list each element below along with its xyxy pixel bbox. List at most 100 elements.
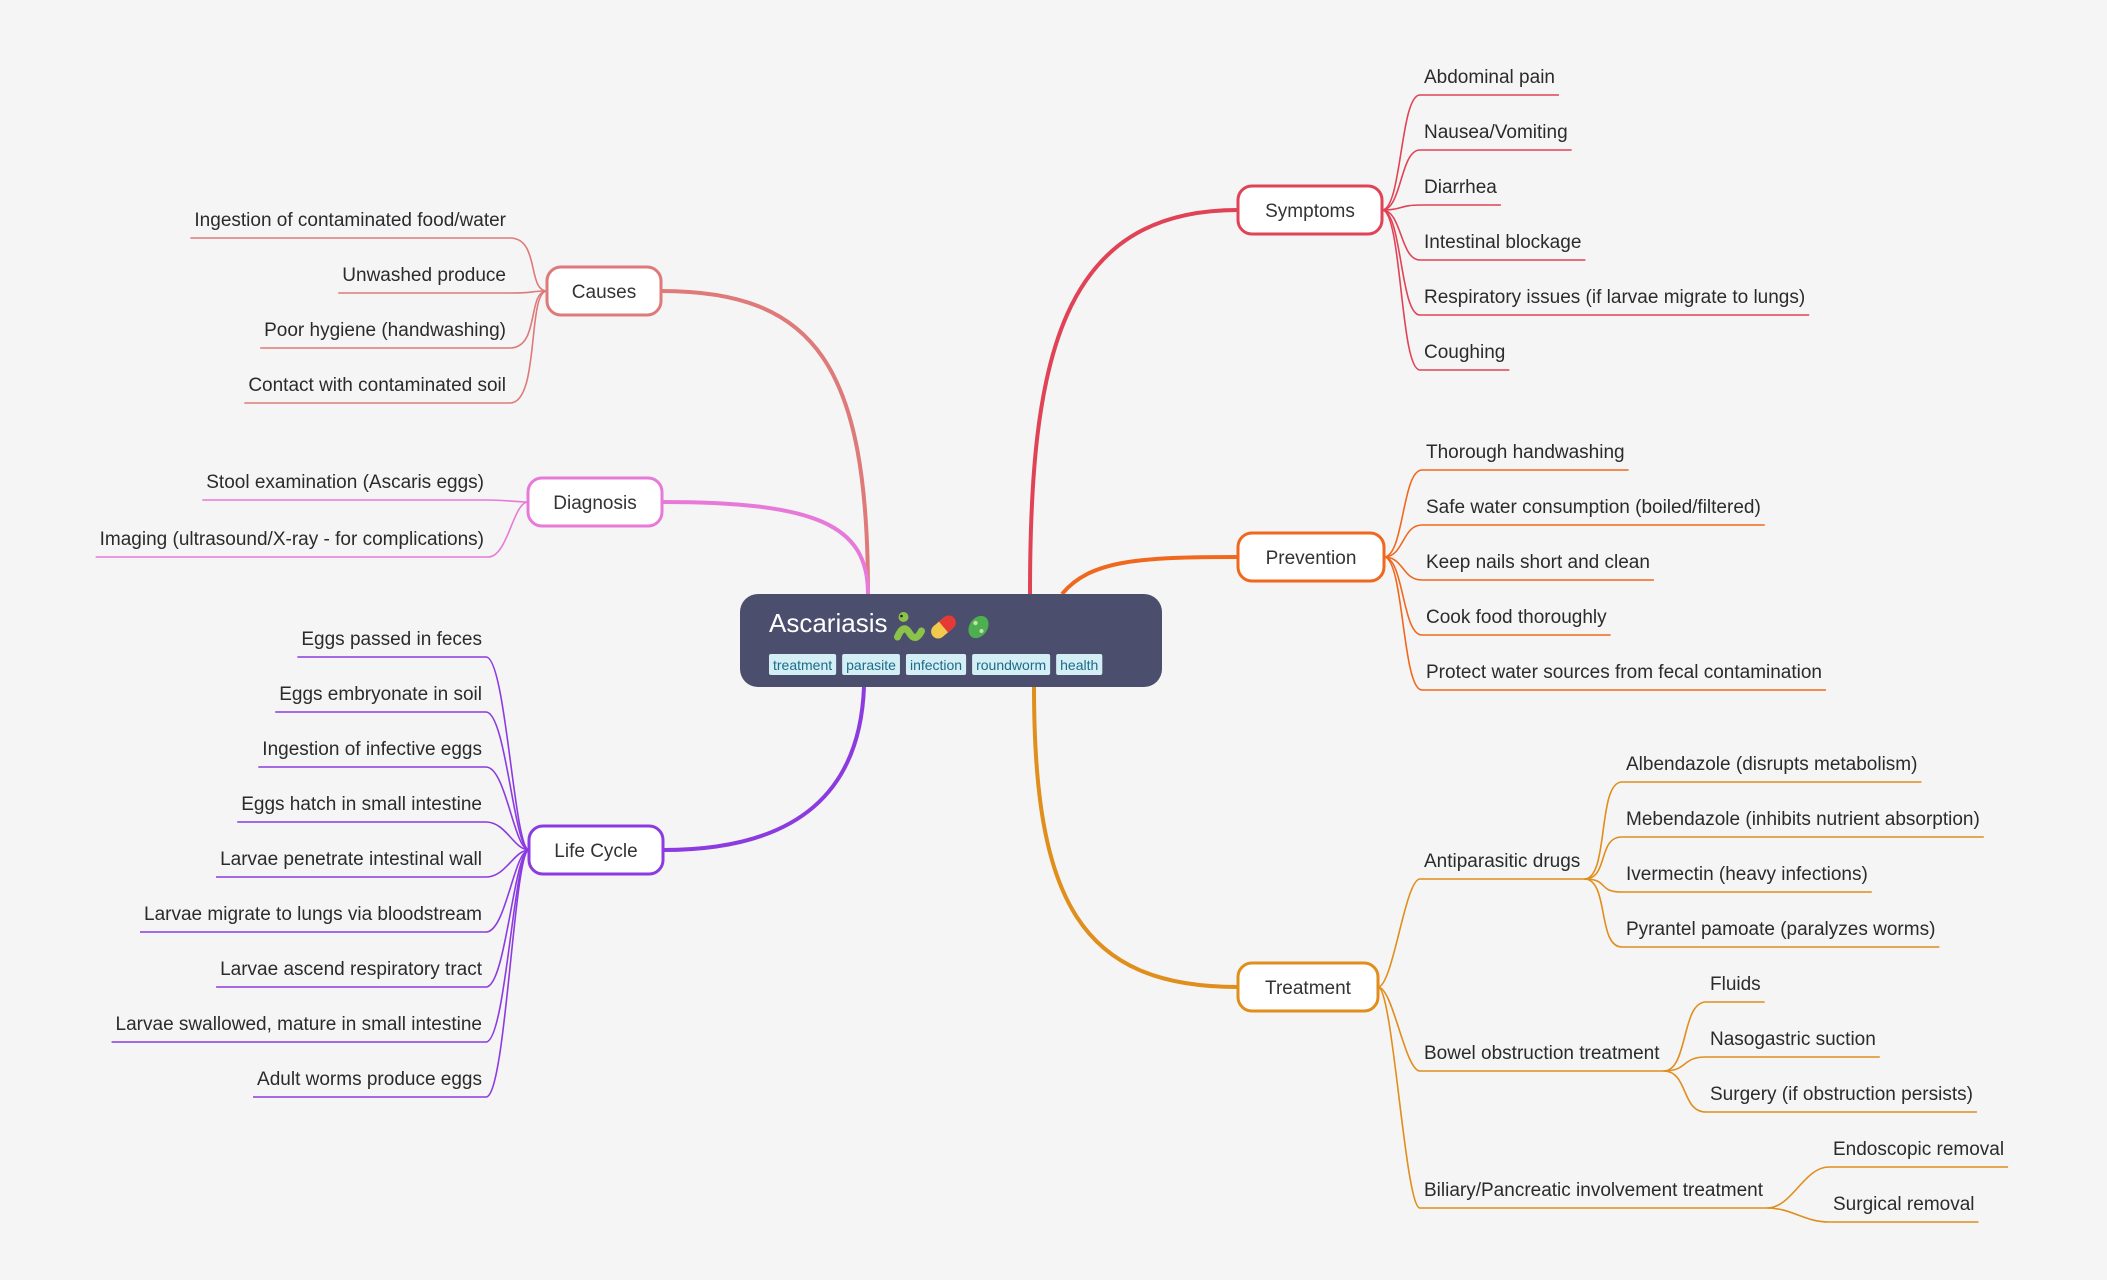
branch-box: [1236, 531, 1386, 583]
branch-label: Diagnosis: [553, 493, 636, 514]
edge-treatment-group: [1377, 986, 1421, 1209]
branch-box: [527, 824, 665, 876]
treatment-item[interactable]: Pyrantel pamoate (paralyzes worms): [1622, 919, 1940, 948]
leaf-prevention[interactable]: Thorough handwashing: [1422, 442, 1629, 471]
leaf-lifecycle[interactable]: Eggs embryonate in soil: [275, 684, 486, 713]
branch-box: [526, 476, 664, 528]
leaf-lifecycle[interactable]: Larvae penetrate intestinal wall: [216, 849, 486, 878]
branch-box: [1236, 961, 1380, 1013]
tag-infection[interactable]: infection: [905, 654, 967, 675]
treatment-group[interactable]: Biliary/Pancreatic involvement treatment: [1420, 1180, 1767, 1209]
edge-diagnosis: [487, 501, 529, 558]
leaf-prevention[interactable]: Safe water consumption (boiled/filtered): [1422, 497, 1765, 526]
tag-label: health: [1060, 657, 1098, 673]
branch-box: [545, 265, 663, 317]
leaf-symptom[interactable]: Coughing: [1420, 342, 1510, 371]
leaf-prevention[interactable]: Protect water sources from fecal contami…: [1422, 662, 1827, 691]
edge-root-lifecycle: [662, 686, 866, 852]
branch-label: Treatment: [1265, 978, 1352, 999]
edge-treatment-item: [1663, 1001, 1707, 1072]
leaf-lifecycle[interactable]: Ingestion of infective eggs: [258, 739, 486, 768]
leaf-label: Larvae ascend respiratory tract: [220, 959, 483, 980]
leaf-symptom[interactable]: Respiratory issues (if larvae migrate to…: [1420, 287, 1810, 316]
leaf-label: Imaging (ultrasound/X-ray - for complica…: [100, 529, 484, 550]
treatment-item[interactable]: Mebendazole (inhibits nutrient absorptio…: [1622, 809, 1984, 838]
leaf-lifecycle[interactable]: Larvae swallowed, mature in small intest…: [111, 1014, 486, 1043]
treatment-item[interactable]: Nasogastric suction: [1706, 1029, 1880, 1058]
leaf-label: Protect water sources from fecal contami…: [1426, 662, 1822, 683]
leaf-lifecycle[interactable]: Larvae migrate to lungs via bloodstream: [140, 904, 486, 933]
leaf-lifecycle[interactable]: Adult worms produce eggs: [253, 1069, 486, 1098]
leaf-prevention[interactable]: Cook food thoroughly: [1422, 607, 1611, 636]
edge-cause: [509, 290, 548, 294]
edge-prevention: [1383, 556, 1423, 636]
treatment-group[interactable]: Antiparasitic drugs: [1420, 851, 1585, 880]
branch-lifecycle[interactable]: Life Cycle: [527, 824, 665, 876]
leaf-diagnosis[interactable]: Imaging (ultrasound/X-ray - for complica…: [95, 529, 488, 558]
treatment-item[interactable]: Endoscopic removal: [1829, 1139, 2009, 1168]
edge-lifecycle: [485, 711, 530, 851]
treatment-item[interactable]: Fluids: [1706, 974, 1765, 1003]
leaf-symptom[interactable]: Intestinal blockage: [1420, 232, 1586, 261]
tag-box: [972, 654, 1051, 675]
edge-diagnosis: [487, 499, 529, 503]
leaf-label: Eggs passed in feces: [301, 629, 482, 650]
leaf-cause[interactable]: Contact with contaminated soil: [244, 375, 510, 404]
leaf-label: Eggs embryonate in soil: [279, 684, 482, 705]
edge-cause: [509, 290, 548, 349]
leaf-lifecycle[interactable]: Eggs passed in feces: [297, 629, 486, 658]
edge-symptom: [1381, 209, 1421, 261]
branch-treatment[interactable]: Treatment: [1236, 961, 1380, 1013]
branch-causes[interactable]: Causes: [545, 265, 663, 317]
leaf-label: Bowel obstruction treatment: [1424, 1043, 1660, 1064]
leaf-label: Safe water consumption (boiled/filtered): [1426, 497, 1761, 518]
treatment-group[interactable]: Bowel obstruction treatment: [1420, 1043, 1664, 1072]
leaf-label: Unwashed produce: [342, 265, 506, 286]
branch-diagnosis[interactable]: Diagnosis: [526, 476, 664, 528]
tag-health[interactable]: health: [1056, 654, 1103, 675]
leaf-cause[interactable]: Unwashed produce: [338, 265, 510, 294]
leaf-symptom[interactable]: Nausea/Vomiting: [1420, 122, 1572, 151]
edge-root-prevention: [1060, 555, 1239, 596]
leaf-label: Thorough handwashing: [1426, 442, 1625, 463]
edge-treatment-group: [1377, 878, 1421, 988]
edge-treatment-group: [1377, 986, 1421, 1072]
edge-treatment-item: [1766, 1207, 1830, 1223]
tag-roundworm[interactable]: roundworm: [972, 654, 1051, 675]
tag-parasite[interactable]: parasite: [842, 654, 900, 675]
branch-symptoms[interactable]: Symptoms: [1236, 184, 1384, 236]
leaf-prevention[interactable]: Keep nails short and clean: [1422, 552, 1654, 581]
leaf-label: Cook food thoroughly: [1426, 607, 1607, 628]
tag-label: parasite: [846, 657, 896, 673]
tag-box: [1056, 654, 1103, 675]
branch-prevention[interactable]: Prevention: [1236, 531, 1386, 583]
edge-lifecycle: [485, 849, 530, 1098]
edge-prevention: [1383, 524, 1423, 558]
leaf-symptom[interactable]: Abdominal pain: [1420, 67, 1559, 96]
leaf-lifecycle[interactable]: Larvae ascend respiratory tract: [216, 959, 486, 988]
tag-treatment[interactable]: treatment: [769, 654, 837, 675]
leaf-symptom[interactable]: Diarrhea: [1420, 177, 1501, 206]
edge-symptom: [1381, 209, 1421, 316]
treatment-item[interactable]: Surgery (if obstruction persists): [1706, 1084, 1977, 1113]
worm-icon: [893, 612, 925, 641]
leaf-label: Poor hygiene (handwashing): [264, 320, 506, 341]
edge-lifecycle: [485, 821, 530, 851]
treatment-item[interactable]: Ivermectin (heavy infections): [1622, 864, 1872, 893]
leaf-label: Surgical removal: [1833, 1194, 1975, 1215]
microbe-icon: [968, 615, 989, 639]
leaf-diagnosis[interactable]: Stool examination (Ascaris eggs): [202, 472, 488, 501]
leaf-label: Mebendazole (inhibits nutrient absorptio…: [1626, 809, 1980, 830]
leaf-cause[interactable]: Poor hygiene (handwashing): [260, 320, 510, 349]
leaf-label: Ingestion of infective eggs: [262, 739, 482, 760]
leaf-label: Larvae penetrate intestinal wall: [220, 849, 482, 870]
treatment-item[interactable]: Surgical removal: [1829, 1194, 1979, 1223]
tag-box: [905, 654, 967, 675]
leaf-lifecycle[interactable]: Eggs hatch in small intestine: [237, 794, 486, 823]
leaf-label: Pyrantel pamoate (paralyzes worms): [1626, 919, 1935, 940]
treatment-item[interactable]: Albendazole (disrupts metabolism): [1622, 754, 1922, 783]
tag-box: [769, 654, 837, 675]
edge-treatment-item: [1584, 878, 1623, 893]
leaf-cause[interactable]: Ingestion of contaminated food/water: [190, 210, 510, 239]
